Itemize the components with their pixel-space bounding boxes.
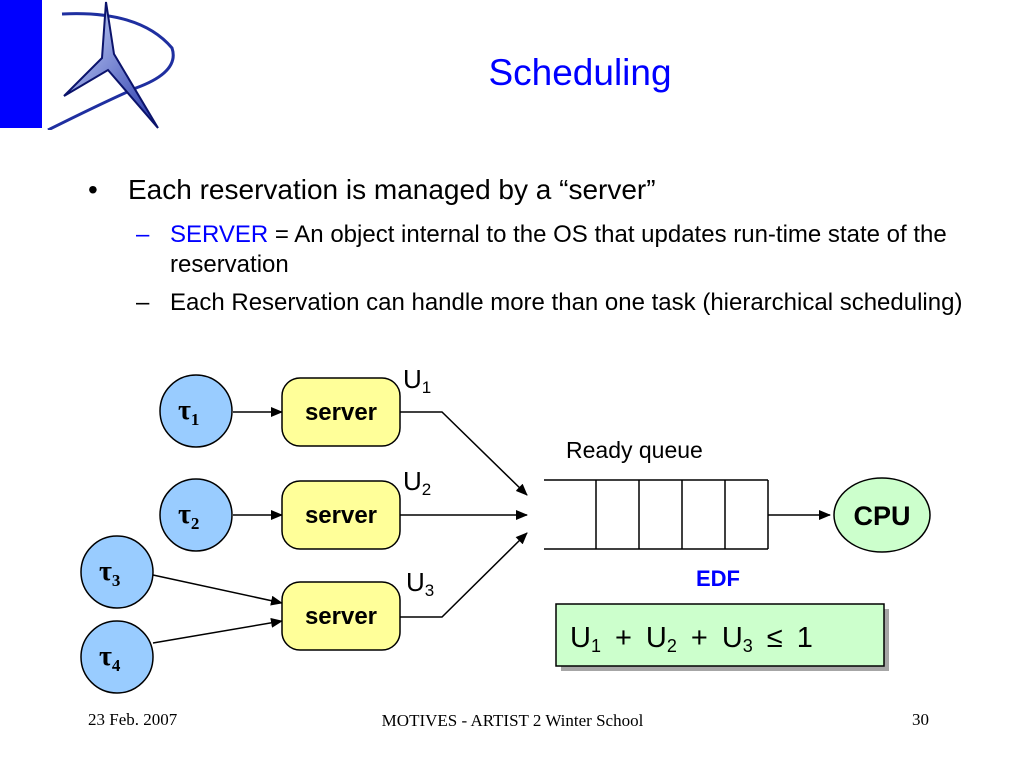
hierarchical-text: Each Reservation can handle more than on… xyxy=(170,289,963,316)
svg-text:τ1: τ1 xyxy=(178,395,199,429)
footer-page-number: 30 xyxy=(912,710,929,729)
task-1: τ1 xyxy=(159,374,233,448)
task-2: τ2 xyxy=(159,478,233,552)
utilization-label-2: U2 xyxy=(403,466,431,499)
edf-label: EDF xyxy=(696,566,740,591)
server-definition: = An object internal to the OS that upda… xyxy=(170,221,947,278)
task-3: τ3 xyxy=(80,535,154,609)
server-term: SERVER xyxy=(170,221,269,248)
svg-text:U1+U2+U3≤1: U1+U2+U3≤1 xyxy=(570,622,813,656)
server-2: server xyxy=(281,480,401,550)
utilization-label-1: U1 xyxy=(403,364,431,397)
sub-bullet-server: – SERVER = An object internal to the OS … xyxy=(136,220,956,280)
server-1: server xyxy=(281,377,401,447)
bullet-main: • Each reservation is managed by a “serve… xyxy=(88,174,656,206)
footer-date: 23 Feb. 2007 xyxy=(88,710,178,729)
arrow-t4-server3 xyxy=(152,617,283,644)
arrow-server3-queue xyxy=(400,532,528,618)
ready-queue xyxy=(544,479,769,550)
svg-text:τ4: τ4 xyxy=(99,641,121,675)
arrow-t3-server3 xyxy=(152,574,283,606)
svg-text:CPU: CPU xyxy=(853,501,910,531)
sub-bullet-hierarchical: – Each Reservation can handle more than … xyxy=(136,288,976,318)
logo-icon xyxy=(47,1,175,130)
footer-event: MOTIVES - ARTIST 2 Winter School xyxy=(381,711,644,730)
scheduling-diagram: τ1 τ2 τ3 τ4 server server server U1 U2 U… xyxy=(80,364,931,694)
bullet-icon: • xyxy=(88,174,98,205)
arrow-server1-queue xyxy=(400,411,528,496)
svg-text:server: server xyxy=(305,399,377,426)
utilization-constraint: U1+U2+U3≤1 xyxy=(555,603,889,671)
svg-text:τ3: τ3 xyxy=(99,556,120,590)
task-4: τ4 xyxy=(80,620,154,694)
svg-text:τ2: τ2 xyxy=(178,499,199,533)
slide-title: Scheduling xyxy=(488,52,672,93)
utilization-label-3: U3 xyxy=(406,567,434,600)
dash-icon: – xyxy=(136,221,150,248)
bullet-main-text: Each reservation is managed by a “server… xyxy=(128,174,656,205)
ready-queue-label: Ready queue xyxy=(566,437,703,463)
logo-bar xyxy=(0,0,42,128)
dash-icon: – xyxy=(136,289,150,316)
server-3: server xyxy=(281,581,401,651)
svg-text:server: server xyxy=(305,603,377,630)
svg-text:server: server xyxy=(305,502,377,529)
cpu-node: CPU xyxy=(833,477,931,553)
